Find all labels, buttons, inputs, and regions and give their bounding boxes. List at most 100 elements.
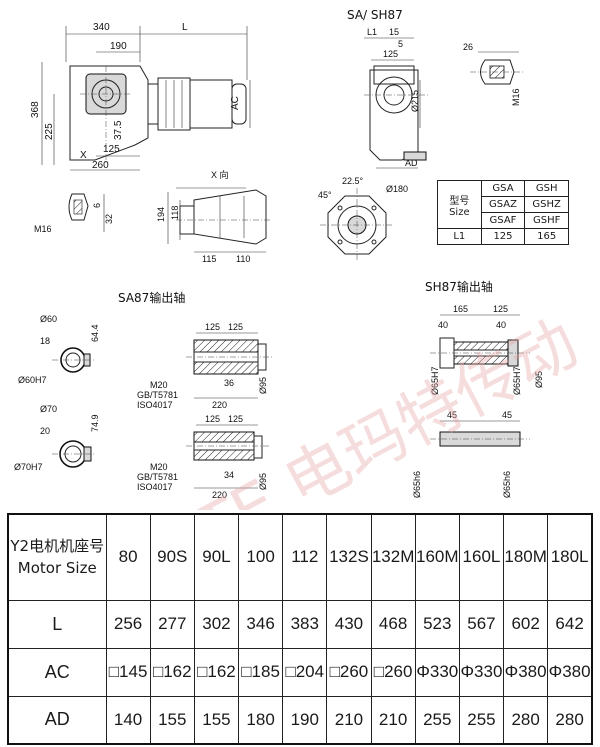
motor-size-132s: 132S	[326, 513, 372, 601]
row-label-l: L	[7, 599, 107, 649]
dim-225: 225	[44, 123, 55, 140]
sa-d-gb: GB/T5781	[137, 472, 178, 482]
dim-125: 125	[103, 144, 120, 155]
table-cell: 277	[149, 599, 195, 649]
sa-a-64-4: 64.4	[90, 324, 100, 342]
table-cell: 155	[193, 695, 240, 745]
table-cell: 430	[326, 599, 372, 649]
sa-a-d60: Ø60	[40, 314, 57, 324]
size-table-header: 型号 Size	[437, 180, 482, 229]
dim-l1: L1	[367, 27, 377, 37]
dim-118: 118	[170, 206, 180, 220]
table-row: L 256 277 302 346 383 430 468 523 567 60…	[7, 599, 593, 649]
size-row-label: L1	[437, 228, 482, 245]
motor-size-90l: 90L	[193, 513, 240, 601]
dim-15: 15	[389, 27, 399, 37]
sa-d-125a: 125	[205, 414, 220, 424]
sh-40b: 40	[496, 320, 506, 330]
side-view: 340 L 190 AC 368 225 37.5 125 260 X	[30, 22, 251, 171]
motor-table-header: Y2电机机座号 Motor Size	[7, 513, 107, 601]
sa-c-125a: 125	[205, 322, 220, 332]
sh-45b: 45	[502, 410, 512, 420]
table-cell: □185	[238, 647, 284, 697]
dim-dia-215: Ø215	[410, 90, 420, 112]
dim-ac: AC	[230, 96, 241, 110]
sh-45a: 45	[447, 410, 457, 420]
table-cell: 280	[547, 695, 593, 745]
motor-size-100: 100	[238, 513, 284, 601]
sa-b-20: 20	[40, 426, 50, 436]
dim-5: 5	[398, 39, 403, 49]
table-cell: 302	[193, 599, 240, 649]
size-label-cn: 型号	[449, 195, 470, 207]
dim-m16-top: M16	[511, 88, 521, 106]
motor-size-160m: 160M	[414, 513, 460, 601]
dim-m16-small: M16	[34, 224, 52, 234]
sa-c-iso: ISO4017	[137, 400, 173, 410]
table-cell: □162	[149, 647, 195, 697]
table-cell: 468	[370, 599, 416, 649]
sa-c-m20: M20	[150, 380, 168, 390]
sa-d-d95: Ø95	[258, 473, 268, 490]
motor-header-cn: Y2电机机座号	[10, 537, 105, 556]
dim-115: 115	[202, 254, 216, 264]
size-table: 型号 Size GSA GSH GSAZ GSHZ GSAF GSHF L1 1…	[437, 180, 569, 245]
sh-40a: 40	[438, 320, 448, 330]
table-cell: □162	[193, 647, 240, 697]
dim-dia-180: Ø180	[386, 184, 408, 194]
sa-b-d70h7: Ø70H7	[14, 462, 43, 472]
motor-header-en: Motor Size	[17, 559, 97, 578]
table-row: AD 140 155 155 180 190 210 210 255 255 2…	[7, 695, 593, 745]
sa-d-220: 220	[212, 490, 227, 500]
row-label-ad: AD	[7, 695, 107, 745]
motor-size-180m: 180M	[503, 513, 549, 601]
sa-a-18: 18	[40, 336, 50, 346]
x-view: X 向 194 118 115 110	[156, 169, 272, 264]
size-col1-r3: GSAF	[480, 212, 526, 229]
sa87-shaft: SA87输出轴 Ø60 18 64.4 Ø60H7 Ø70 20 74.9 Ø7…	[14, 290, 272, 500]
sh-d65h6b: Ø65h6	[502, 471, 512, 498]
dim-ad: AD	[405, 158, 418, 168]
table-cell: □260	[370, 647, 416, 697]
front-view: SA/ SH87 L1 15 5 125 Ø215 AD	[347, 8, 430, 169]
motor-size-160l: 160L	[458, 513, 505, 601]
table-cell: 346	[238, 599, 284, 649]
label-x: X	[80, 150, 87, 161]
dim-6: 6	[92, 203, 102, 208]
table-row: AC □145 □162 □162 □185 □204 □260 □260 Φ3…	[7, 647, 593, 697]
table-cell: 210	[326, 695, 372, 745]
table-cell: 180	[238, 695, 284, 745]
table-cell: 140	[105, 695, 151, 745]
table-cell: 567	[458, 599, 505, 649]
sa-d-iso: ISO4017	[137, 482, 173, 492]
table-cell: 383	[282, 599, 328, 649]
dim-260: 260	[92, 160, 109, 171]
size-col1-r1: GSA	[480, 180, 526, 197]
row-label-ac: AC	[7, 647, 107, 697]
dim-125b: 125	[383, 49, 398, 59]
table-cell: 190	[282, 695, 328, 745]
table-cell: 523	[414, 599, 460, 649]
sa-c-220: 220	[212, 400, 227, 410]
key-detail: 26 M16	[463, 42, 524, 106]
sh87-shaft: SH87输出轴 165 125 40 40 Ø65H7 Ø65H7 Ø95 45…	[412, 279, 544, 498]
sa-a-d60h7: Ø60H7	[18, 375, 47, 385]
x-view-title: X 向	[211, 169, 229, 180]
table-cell: Φ380	[503, 647, 549, 697]
table-cell: 642	[547, 599, 593, 649]
dim-340: 340	[93, 22, 110, 33]
key-small: M16 6 32	[34, 193, 114, 234]
table-cell: 256	[105, 599, 151, 649]
size-value-2: 165	[524, 228, 569, 245]
table-cell: 280	[503, 695, 549, 745]
dim-37-5: 37.5	[113, 120, 124, 140]
table-cell: Φ330	[414, 647, 460, 697]
motor-size-112: 112	[282, 513, 328, 601]
table-cell: 255	[414, 695, 460, 745]
table-cell: 255	[458, 695, 505, 745]
table-cell: 210	[370, 695, 416, 745]
dim-32: 32	[104, 214, 114, 224]
size-col2-r2: GSHZ	[524, 196, 569, 213]
sa-c-36: 36	[224, 378, 234, 388]
technical-drawing: 340 L 190 AC 368 225 37.5 125 260 X	[14, 8, 590, 510]
